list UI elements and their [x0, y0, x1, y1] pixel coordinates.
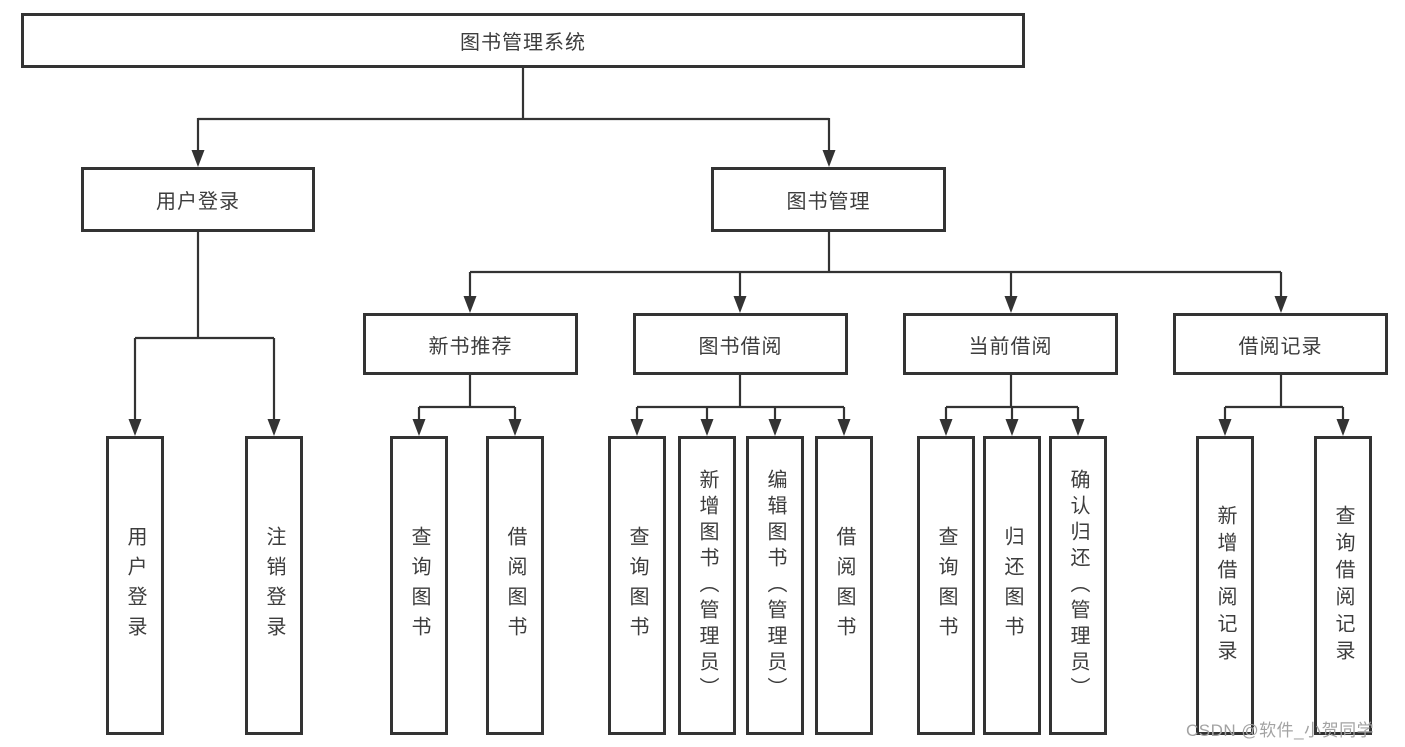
leaf-query-book-1-label: 查询图书	[408, 525, 430, 646]
arrow-down-icon	[128, 419, 142, 436]
arrow-down-icon	[191, 150, 205, 167]
arrow-down-icon	[267, 419, 281, 436]
leaf-query-book-1: 查询图书	[390, 436, 448, 735]
node-new-book-recommend-label: 新书推荐	[428, 335, 513, 358]
arrow-down-icon	[700, 419, 714, 436]
arrow-down-icon	[630, 419, 644, 436]
leaf-add-borrow-record-label: 新增借阅记录	[1214, 504, 1236, 667]
book-borrow-branch-lines	[635, 375, 846, 420]
arrow-down-icon	[508, 419, 522, 436]
leaf-edit-book-admin-label: 编辑图书（管理员）	[764, 468, 786, 703]
leaf-logout-label: 注销登录	[263, 525, 285, 646]
node-user-login: 用户登录	[81, 167, 315, 232]
arrow-down-icon	[1218, 419, 1232, 436]
arrow-down-icon	[939, 419, 953, 436]
new-book-branch-lines	[417, 375, 517, 420]
arrow-down-icon	[1274, 296, 1288, 313]
arrow-down-icon	[412, 419, 426, 436]
node-user-login-label: 用户登录	[156, 191, 240, 213]
leaf-borrow-book-2: 借阅图书	[815, 436, 873, 735]
leaf-confirm-return-admin: 确认归还（管理员）	[1049, 436, 1107, 735]
arrow-down-icon	[1005, 419, 1019, 436]
arrowheads	[128, 150, 1350, 436]
arrow-down-icon	[1071, 419, 1085, 436]
watermark: CSDN @软件_小贺同学	[1186, 721, 1375, 740]
leaf-query-book-2: 查询图书	[608, 436, 666, 735]
book-mgmt-branch-lines	[468, 232, 1283, 297]
leaf-edit-book-admin: 编辑图书（管理员）	[746, 436, 804, 735]
leaf-add-borrow-record: 新增借阅记录	[1196, 436, 1254, 735]
current-borrow-branch-lines	[944, 375, 1080, 420]
node-book-management-label: 图书管理	[786, 191, 871, 213]
leaf-confirm-return-admin-label: 确认归还（管理员）	[1067, 468, 1089, 703]
arrow-down-icon	[463, 296, 477, 313]
node-current-borrow: 当前借阅	[903, 313, 1118, 375]
node-book-borrow: 图书借阅	[633, 313, 848, 375]
arrow-down-icon	[822, 150, 836, 167]
leaf-return-book: 归还图书	[983, 436, 1041, 735]
leaf-add-book-admin: 新增图书（管理员）	[678, 436, 736, 735]
leaf-borrow-book-2-label: 借阅图书	[833, 525, 855, 646]
user-login-branch-lines	[133, 232, 276, 420]
node-borrow-record-label: 借阅记录	[1238, 335, 1323, 358]
leaf-borrow-book-1: 借阅图书	[486, 436, 544, 735]
leaf-return-book-label: 归还图书	[1001, 525, 1023, 646]
leaf-user-login-label: 用户登录	[124, 525, 146, 646]
node-root-label: 图书管理系统	[460, 32, 586, 54]
arrow-down-icon	[768, 419, 782, 436]
arrow-down-icon	[1004, 296, 1018, 313]
node-book-management: 图书管理	[711, 167, 946, 232]
leaf-user-login: 用户登录	[106, 436, 164, 735]
leaf-query-book-3-label: 查询图书	[935, 525, 957, 646]
node-new-book-recommend: 新书推荐	[363, 313, 578, 375]
root-stem-line	[196, 68, 831, 151]
node-root: 图书管理系统	[21, 13, 1025, 68]
borrow-record-branch-lines	[1223, 375, 1345, 420]
node-borrow-record: 借阅记录	[1173, 313, 1388, 375]
arrow-down-icon	[733, 296, 747, 313]
node-book-borrow-label: 图书借阅	[698, 335, 783, 358]
leaf-logout: 注销登录	[245, 436, 303, 735]
arrow-down-icon	[837, 419, 851, 436]
leaf-query-borrow-record-label: 查询借阅记录	[1332, 504, 1354, 667]
leaf-query-book-3: 查询图书	[917, 436, 975, 735]
leaf-query-book-2-label: 查询图书	[626, 525, 648, 646]
leaf-add-book-admin-label: 新增图书（管理员）	[696, 468, 718, 703]
leaf-borrow-book-1-label: 借阅图书	[504, 525, 526, 646]
node-current-borrow-label: 当前借阅	[968, 335, 1053, 358]
leaf-query-borrow-record: 查询借阅记录	[1314, 436, 1372, 735]
arrow-down-icon	[1336, 419, 1350, 436]
